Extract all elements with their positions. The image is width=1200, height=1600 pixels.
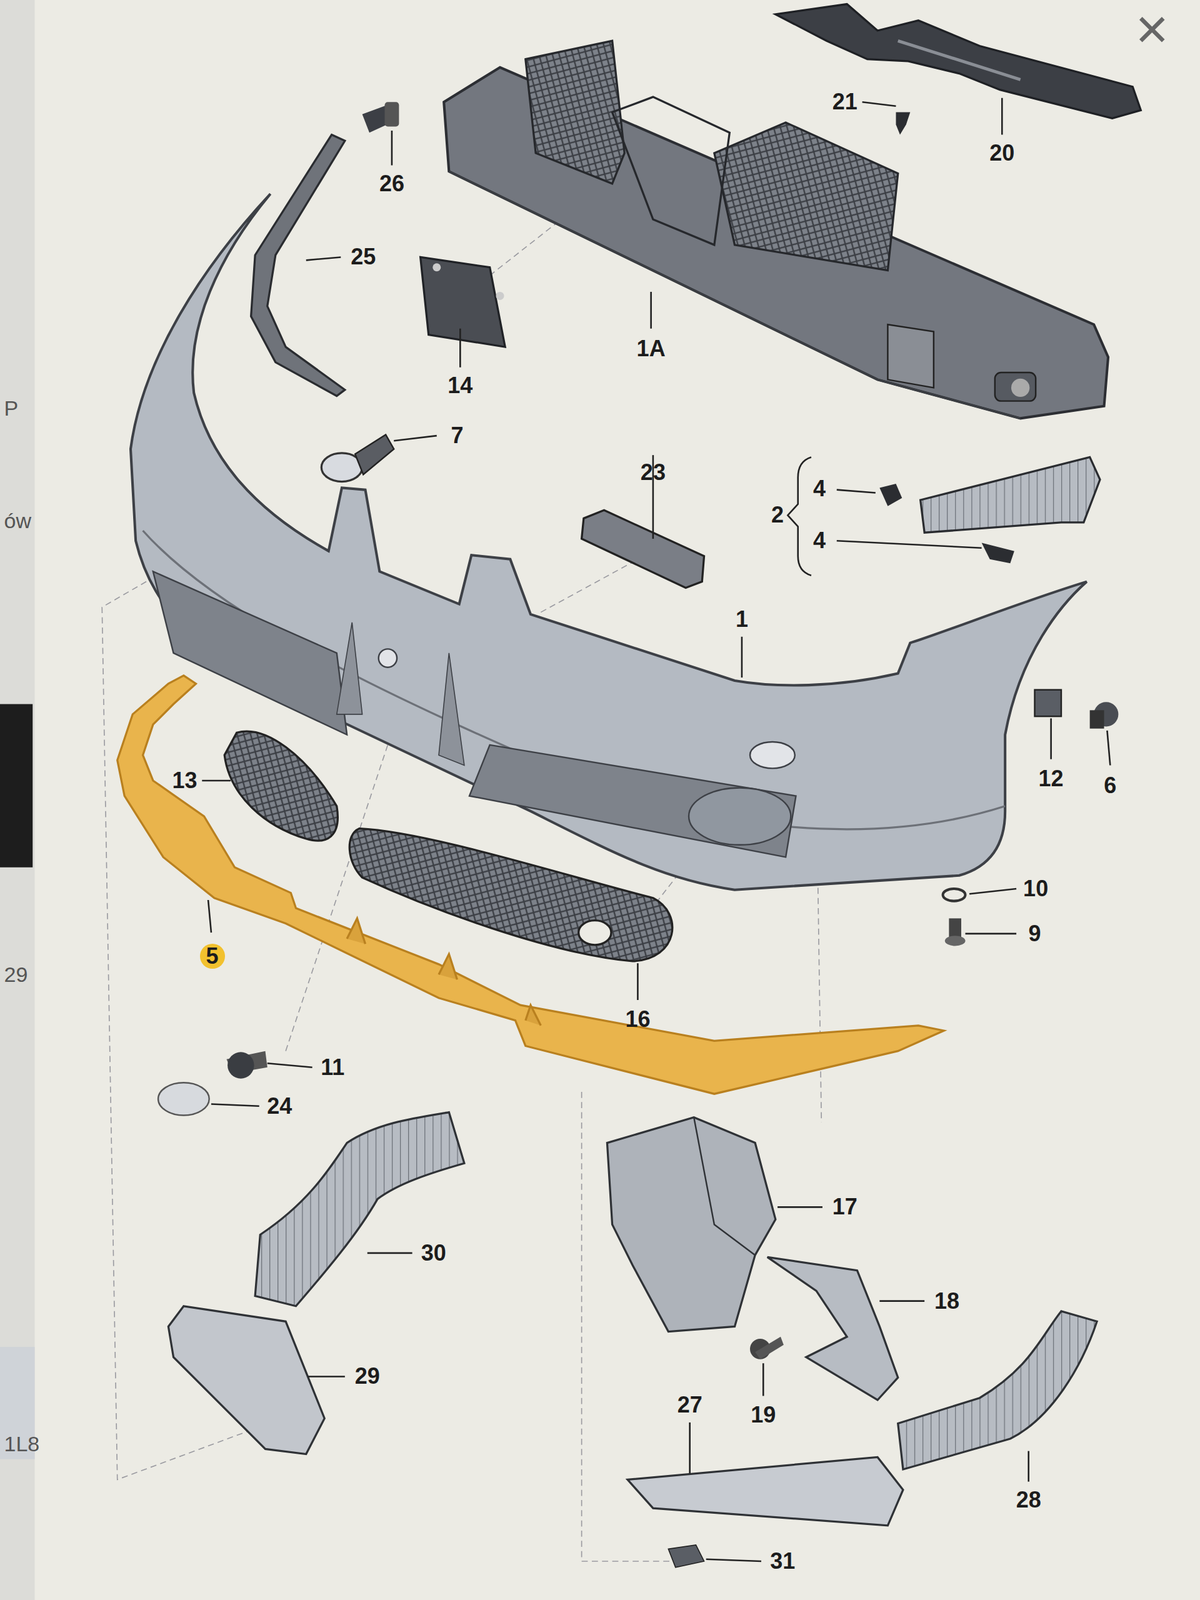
callout-number: 12 <box>1038 767 1064 790</box>
callout-number: 21 <box>832 90 858 114</box>
callout-number: 19 <box>750 1403 776 1427</box>
callout-number: 10 <box>1023 877 1049 900</box>
callout-number: 29 <box>355 1365 380 1388</box>
callout-number: 31 <box>770 1550 795 1573</box>
callout-number: 13 <box>171 769 197 792</box>
callout-number: 11 <box>320 1056 345 1079</box>
callout-number: 1A <box>636 337 666 360</box>
callout-number: 1 <box>735 608 749 631</box>
callout-number: 28 <box>1016 1488 1042 1512</box>
callout-number: 24 <box>266 1095 292 1118</box>
callout-number: 20 <box>989 141 1015 165</box>
screen-fragment-text: ów <box>4 510 32 532</box>
callout-number: 9 <box>1028 922 1041 945</box>
callout-number: 23 <box>640 461 666 484</box>
callout-number: 25 <box>350 245 376 269</box>
screen-fragment-text: 29 <box>4 963 29 985</box>
callout-number: 27 <box>677 1393 703 1417</box>
callout-number: 4 <box>813 529 826 552</box>
callout-number: 2 <box>771 503 784 527</box>
screen-fragment-text: P <box>4 397 19 419</box>
callout-number: 4 <box>813 477 826 500</box>
callout-number: 6 <box>1103 774 1117 797</box>
callout-number: 14 <box>447 374 473 397</box>
callout-number: 30 <box>421 1241 447 1265</box>
callout-number: 7 <box>450 424 464 447</box>
callout-number: 16 <box>625 1008 650 1031</box>
callout-number: 18 <box>934 1290 960 1313</box>
callout-number: 26 <box>379 172 405 195</box>
callout-number: 17 <box>832 1195 858 1219</box>
callout-number: 5 <box>200 943 225 969</box>
screen-fragment-text: 1L8 <box>4 1433 40 1455</box>
